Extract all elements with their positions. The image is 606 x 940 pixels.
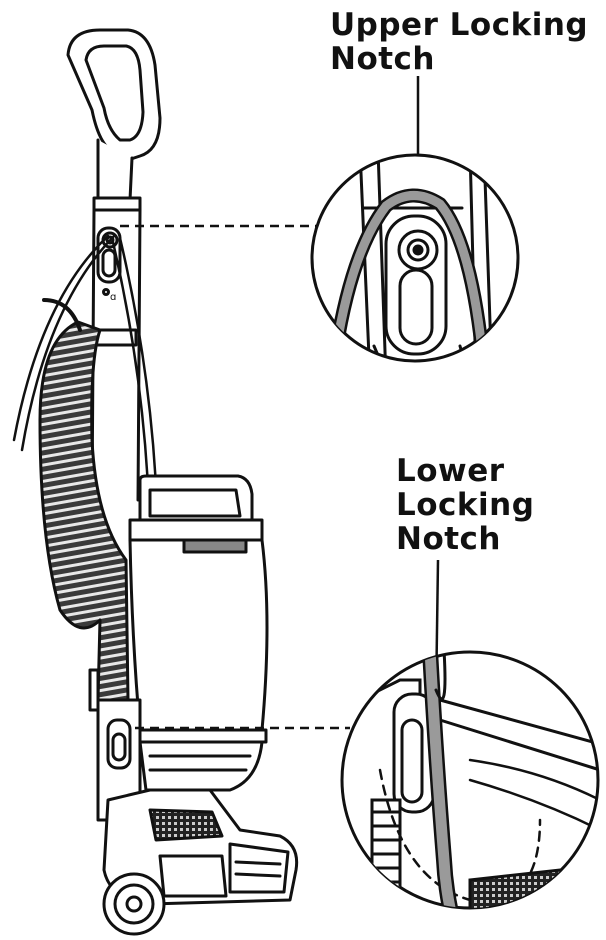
upper-detail-magnifier xyxy=(310,153,520,363)
handle-grip xyxy=(66,28,162,162)
rear-wheel xyxy=(102,872,166,936)
hose xyxy=(38,298,130,702)
tank xyxy=(128,474,269,792)
upper-locking-notch-label: Upper Locking Notch xyxy=(330,7,589,77)
svg-text:ɑ: ɑ xyxy=(110,292,116,303)
vacuum-body: ɑ xyxy=(12,28,299,936)
lower-locking-notch xyxy=(106,718,132,770)
lower-detail-magnifier xyxy=(340,650,600,910)
lower-locking-notch-label: Lower Locking Notch xyxy=(396,453,535,557)
